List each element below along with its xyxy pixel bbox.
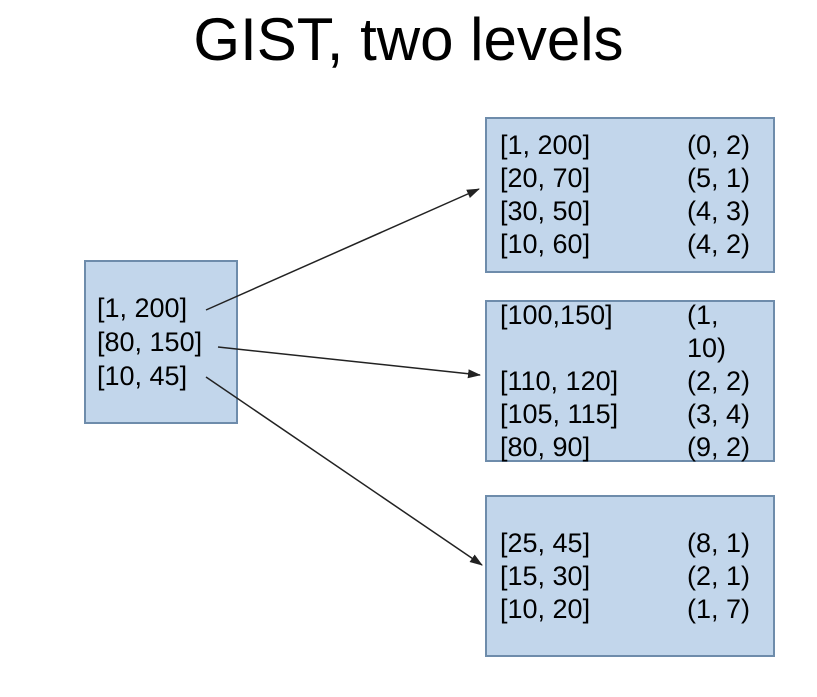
leaf-entry-row: [30, 50] (4, 3) bbox=[500, 195, 760, 228]
leaf-node-box-2: [100,150] (1, 10) [110, 120] (2, 2) [105… bbox=[485, 300, 775, 462]
leaf-node-box-3: [25, 45] (8, 1) [15, 30] (2, 1) [10, 20]… bbox=[485, 495, 775, 657]
entry-range: [100,150] bbox=[500, 299, 613, 330]
leaf-entry-row: [110, 120] (2, 2) bbox=[500, 365, 760, 398]
entry-pointer: (9, 2) bbox=[687, 431, 751, 462]
leaf-entry-row: [100,150] (1, 10) bbox=[500, 299, 760, 365]
arrow-root-to-leaf-2 bbox=[217, 346, 481, 379]
leaf-entry-row: [105, 115] (3, 4) bbox=[500, 398, 760, 431]
entry-range: [80, 90] bbox=[500, 431, 591, 462]
entry-range: [1, 200] bbox=[500, 130, 591, 160]
entry-pointer: (2, 2) bbox=[687, 365, 751, 396]
entry-pointer: (1, 10) bbox=[687, 299, 727, 363]
root-entry: [1, 200] bbox=[97, 293, 188, 323]
entry-range: [10, 20] bbox=[500, 593, 591, 624]
entry-pointer: (8, 1) bbox=[687, 527, 751, 558]
entry-pointer: (3, 4) bbox=[687, 398, 751, 429]
entry-pointer: (4, 2) bbox=[687, 229, 751, 259]
entry-pointer: (1, 7) bbox=[687, 593, 751, 624]
entry-range: [10, 60] bbox=[500, 229, 591, 259]
root-node-box: [1, 200] [80, 150] [10, 45] bbox=[84, 260, 238, 424]
entry-pointer: (5, 1) bbox=[687, 163, 751, 193]
root-entry: [80, 150] bbox=[97, 327, 203, 357]
entry-range: [30, 50] bbox=[500, 196, 591, 226]
entry-pointer: (2, 1) bbox=[687, 560, 751, 591]
entry-range: [15, 30] bbox=[500, 560, 591, 591]
entry-range: [25, 45] bbox=[500, 527, 591, 558]
leaf-entry-row: [10, 60] (4, 2) bbox=[500, 228, 760, 261]
leaf-node-box-1: [1, 200] (0, 2) [20, 70] (5, 1) [30, 50]… bbox=[485, 117, 775, 273]
arrow-root-to-leaf-1 bbox=[205, 188, 480, 311]
entry-pointer: (4, 3) bbox=[687, 196, 751, 226]
leaf-entry-row: [25, 45] (8, 1) bbox=[500, 527, 760, 560]
leaf-entry-row: [1, 200] (0, 2) bbox=[500, 129, 760, 162]
entry-range: [110, 120] bbox=[500, 365, 619, 396]
leaf-entry-row: [10, 20] (1, 7) bbox=[500, 593, 760, 626]
leaf-entry-row: [80, 90] (9, 2) bbox=[500, 431, 760, 464]
diagram-title: GIST, two levels bbox=[193, 6, 624, 73]
entry-pointer: (0, 2) bbox=[687, 130, 751, 160]
root-entry: [10, 45] bbox=[97, 361, 188, 391]
leaf-entry-row: [20, 70] (5, 1) bbox=[500, 162, 760, 195]
leaf-entry-row: [15, 30] (2, 1) bbox=[500, 560, 760, 593]
entry-range: [20, 70] bbox=[500, 163, 591, 193]
arrow-root-to-leaf-3 bbox=[205, 376, 483, 566]
entry-range: [105, 115] bbox=[500, 398, 619, 429]
